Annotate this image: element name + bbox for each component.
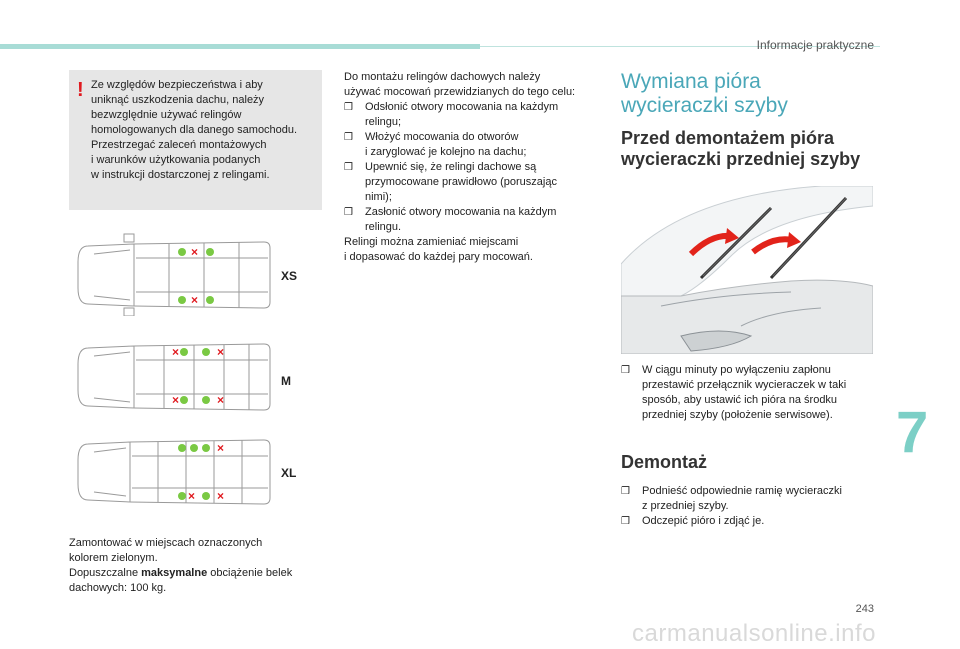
page-number: 243 [855,603,874,615]
section-heading-before-removal: Przed demontażem pióra wycieraczki przed… [621,128,861,169]
svg-text:×: × [217,441,224,455]
checkbox-bullet-icon: ❒ [344,132,353,143]
mounting-note: Zamontować w miejscach oznaczonych kolor… [69,537,293,594]
svg-text:×: × [217,345,224,359]
checkbox-bullet-icon: ❒ [344,162,353,173]
roof-size-m: M [281,374,291,388]
step-service-position: ❒ W ciągu minuty po wyłączeniu zapłonu p… [621,363,881,423]
list-item: ❒ Zasłonić otwory mocowania na każdym re… [344,206,557,233]
roof-diagram-m: × × × × [77,343,271,411]
roof-diagram-xl: × × × [77,439,271,505]
chapter-number: 7 [896,400,929,465]
list-item: ❒ W ciągu minuty po wyłączeniu zapłonu p… [621,364,847,421]
warning-box: ! Ze względów bezpieczeństwa i aby unikn… [69,70,322,210]
svg-text:×: × [217,489,224,503]
checkbox-bullet-icon: ❒ [621,486,630,497]
header-rule [480,46,880,47]
checkbox-bullet-icon: ❒ [621,365,630,376]
svg-text:×: × [191,293,198,307]
mount-markers: × × × × [172,345,224,407]
svg-text:×: × [191,245,198,259]
roof-size-xs: XS [281,269,298,283]
svg-text:×: × [172,393,179,407]
list-item: ❒ Odsłonić otwory mocowania na każdym re… [344,101,559,128]
checkbox-bullet-icon: ❒ [621,516,630,527]
roof-rail-instructions: Do montażu relingów dachowych należy uży… [344,70,604,265]
checkbox-bullet-icon: ❒ [344,102,353,113]
removal-steps: ❒ Podnieść odpowiednie ramię wycieraczki… [621,484,881,529]
roof-size-xl: XL [281,466,297,480]
section-heading-removal: Demontaż [621,452,708,472]
watermark: carmanualsonline.info [632,620,876,647]
mount-markers: × × × [178,441,224,503]
list-item: ❒ Włożyć mocowania do otworów i zaryglow… [344,131,527,158]
checkbox-bullet-icon: ❒ [344,207,353,218]
svg-text:×: × [188,489,195,503]
header-accent-bar [0,44,480,49]
list-item: ❒ Podnieść odpowiednie ramię wycieraczki… [621,485,842,512]
page-heading: Wymiana pióra wycieraczki szyby [621,70,788,117]
roof-diagram-xs: × × [77,233,271,316]
svg-text:×: × [217,393,224,407]
mount-markers: × × [178,245,214,307]
section-title: Informacje praktyczne [756,38,874,52]
wiper-illustration [621,186,873,354]
list-item: ❒ Odczepić pióro i zdjąć je. [621,515,765,527]
warning-text: Ze względów bezpieczeństwa i aby uniknąć… [91,79,298,181]
warning-icon: ! [77,79,84,101]
list-item: ❒ Upewnić się, że relingi dachowe są prz… [344,161,557,203]
svg-text:×: × [172,345,179,359]
